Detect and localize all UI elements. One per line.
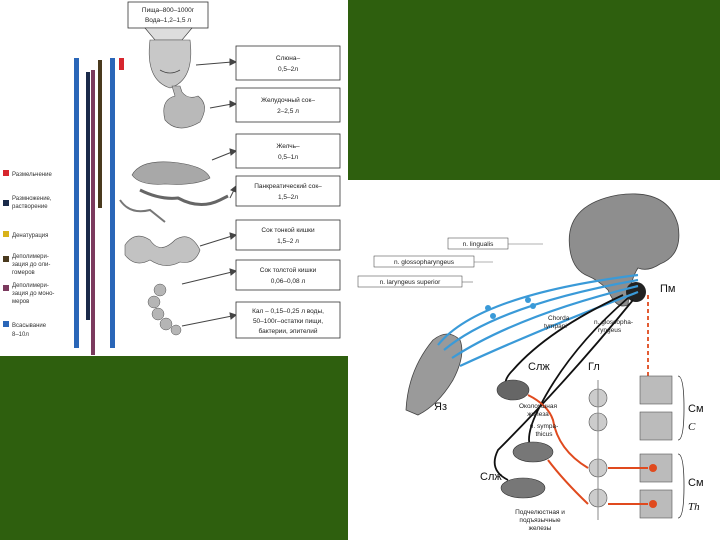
parotid-gland <box>496 379 530 401</box>
label-th: Th <box>688 501 700 513</box>
glosso-label-2: ryngeus <box>598 327 622 334</box>
secretion-boxes: Слюна– 0,5–2л Желудочный сок– 2–2,5 л Же… <box>235 45 341 339</box>
stomach-illustration <box>163 85 205 129</box>
afferent-nerves <box>437 273 639 367</box>
intake-arrow <box>144 27 193 41</box>
dissolution-bar <box>86 72 90 320</box>
label-slzh-bottom: Слж <box>480 471 502 483</box>
nerve-labels: n. lingualis n. glossopharyngeus n. lary… <box>357 237 633 334</box>
sympathetic-ganglia <box>588 380 608 520</box>
oligomer-bar <box>98 60 102 208</box>
liver-illustration <box>119 161 229 223</box>
submandibular-label-2: подъязычные <box>519 517 561 524</box>
label-n-glossopharyngeus: n. glossopharyngeus <box>394 259 455 266</box>
spinal-segments <box>639 375 673 519</box>
intestinal-box: Сок тонкой кишки 1,5–2 л <box>235 219 341 251</box>
gland-labels: Околоушная железа n. sympa- thicus Подче… <box>515 403 565 532</box>
label-sm-bottom: См <box>688 477 704 489</box>
feces-line-1: Кал – 0,15–0,25 л воды, <box>252 308 324 315</box>
large-intestine-illustration <box>147 283 182 336</box>
legend-oligomers-line-3: гомеров <box>12 270 35 276</box>
tongue-illustration <box>405 333 463 416</box>
glosso-label-1: n. glossopha- <box>594 319 633 326</box>
segment-brackets <box>677 375 685 519</box>
gastric-volume: 2–2,5 л <box>277 108 299 115</box>
label-gl: Гл <box>588 361 600 373</box>
bile-volume: 0,5–1л <box>278 154 298 161</box>
label-n-lingualis: n. lingualis <box>463 241 494 248</box>
legend-grinding: Размельчение <box>3 170 52 178</box>
legend-dissolution: Размножение, растворение <box>3 196 52 210</box>
pancreatic-box: Панкреатический сок– 1,5–2л <box>235 175 341 207</box>
pancreatic-label: Панкреатический сок– <box>254 182 322 190</box>
chorda-label-2: tympani <box>544 323 567 330</box>
submandibular-gland-1 <box>512 441 554 463</box>
legend-absorption: Всасывание 8–10л <box>3 321 47 338</box>
sympathetic-efferents <box>527 394 648 505</box>
gastric-label: Желудочный сок– <box>261 96 315 104</box>
legend-absorption-line-2: 8–10л <box>12 332 29 338</box>
bile-label: Желчь– <box>276 143 300 150</box>
submandibular-gland-2 <box>500 477 546 499</box>
saliva-label: Слюна– <box>276 55 301 62</box>
absorption-bar <box>74 58 79 348</box>
legend-dissolution-line-1: Размножение, <box>12 196 52 202</box>
process-bars <box>74 58 124 355</box>
nerve-nodes <box>485 297 536 319</box>
legend-absorption-line-1: Всасывание <box>12 323 47 329</box>
legend-oligomers-line-2: зация до оли- <box>12 262 50 268</box>
gastric-box: Желудочный сок– 2–2,5 л <box>235 87 341 123</box>
submandibular-label-3: железы <box>529 525 552 532</box>
salivation-schema-panel: n. lingualis n. glossopharyngeus n. lary… <box>348 180 720 540</box>
intestinal-volume: 1,5–2 л <box>277 238 299 245</box>
submandibular-label-1: Подчелюстная и <box>515 509 565 516</box>
pancreatic-volume: 1,5–2л <box>278 194 298 201</box>
ganglion-label-2: thicus <box>536 431 554 438</box>
legend-denaturation: Денатурация <box>3 231 48 239</box>
colon-label: Сок толстой кишки <box>260 266 317 274</box>
parotid-label-1: Околоушная <box>519 403 558 410</box>
label-sm-top: См <box>688 403 704 415</box>
bile-box: Желчь– 0,5–1л <box>235 133 341 169</box>
label-slzh-top: Слж <box>528 361 550 373</box>
digestive-schema-panel: Пища–800–1000г Вода–1,2–1,5 л <box>0 0 348 356</box>
legend-monomers-line-3: меров <box>12 299 29 305</box>
legend-monomers-line-1: Деполимери- <box>12 283 49 289</box>
saliva-volume: 0,5–2л <box>278 66 298 73</box>
monomer-bar <box>91 70 95 355</box>
digestive-schema-svg: Пища–800–1000г Вода–1,2–1,5 л <box>3 1 341 355</box>
parotid-label-2: железа <box>527 411 549 418</box>
saliva-box: Слюна– 0,5–2л <box>235 45 341 81</box>
legend-monomers: Деполимери- зация до моно- меров <box>3 283 54 305</box>
feces-line-2: 50–100г–остатки пищи, <box>253 318 323 325</box>
feces-box: Кал – 0,15–0,25 л воды, 50–100г–остатки … <box>235 301 341 339</box>
intake-food: Пища–800–1000г <box>142 7 195 14</box>
label-c: С <box>688 421 696 433</box>
grinding-bar <box>119 58 124 70</box>
label-pm: Пм <box>660 283 675 295</box>
mouth-illustration <box>148 39 192 89</box>
label-n-laryngeus: n. laryngeus superior <box>380 279 442 286</box>
feces-line-3: бактерии, эпителий <box>259 327 318 335</box>
intestinal-label: Сок тонкой кишки <box>261 226 315 234</box>
legend-grinding-label: Размельчение <box>12 172 52 178</box>
chorda-label-1: Chorda <box>548 315 570 322</box>
structure-labels: Пм Слж Гл Яз Слж См С См Th <box>434 283 704 513</box>
colon-volume: 0,06–0,08 л <box>271 278 306 285</box>
legend: Размельчение Размножение, растворение Де… <box>3 170 54 338</box>
legend-dissolution-line-2: растворение <box>12 204 48 210</box>
legend-oligomers-line-1: Деполимери- <box>12 254 49 260</box>
salivation-schema-svg: n. lingualis n. glossopharyngeus n. lary… <box>357 193 704 532</box>
absorption-bar-2 <box>110 58 115 348</box>
label-yaz: Яз <box>434 401 447 413</box>
legend-denaturation-label: Денатурация <box>12 233 48 239</box>
legend-monomers-line-2: зация до моно- <box>12 291 54 297</box>
legend-oligomers: Деполимери- зация до оли- гомеров <box>3 254 50 276</box>
intake-water: Вода–1,2–1,5 л <box>145 17 191 24</box>
colon-box: Сок толстой кишки 0,06–0,08 л <box>235 259 341 291</box>
intake-box: Пища–800–1000г Вода–1,2–1,5 л <box>127 1 209 29</box>
small-intestine-illustration <box>124 235 201 266</box>
ganglion-label-1: n. sympa- <box>530 423 559 430</box>
